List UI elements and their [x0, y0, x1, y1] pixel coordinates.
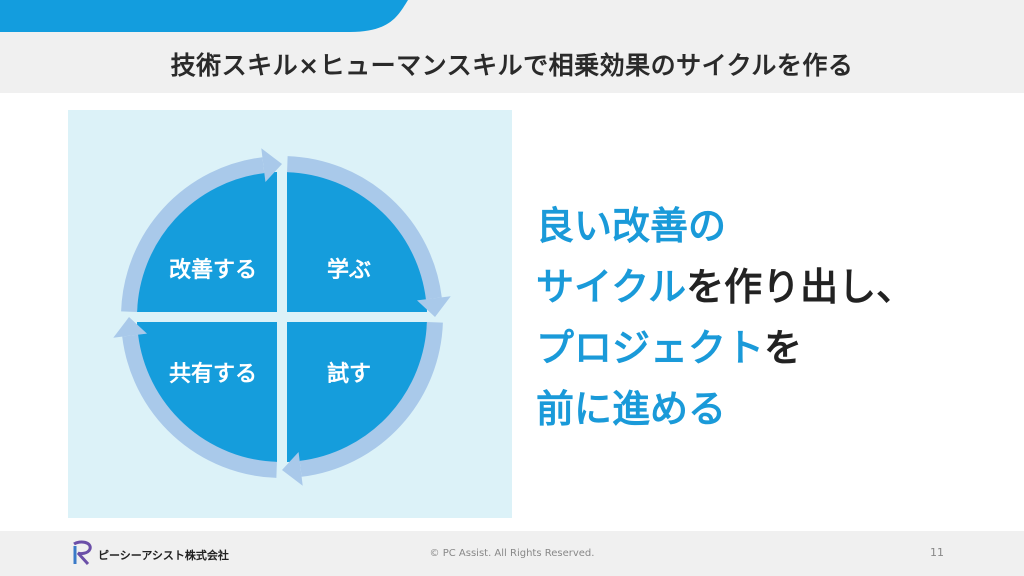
arrow-share-to-improve	[113, 317, 277, 478]
quadrant-try	[287, 322, 427, 462]
copyright: © PC Assist. All Rights Reserved.	[429, 548, 595, 559]
cycle-graphic	[113, 148, 451, 486]
arrow-improve-to-learn	[121, 148, 282, 312]
page-number: 11	[930, 546, 944, 559]
arrow-learn-to-try	[287, 156, 451, 317]
step-learn: 学ぶ	[326, 258, 372, 283]
step-improve: 改善する	[168, 258, 258, 283]
message-line-3-highlight: プロジェクト	[536, 326, 765, 370]
message-line-2: を作り出し、	[686, 265, 915, 309]
quadrant-learn	[287, 172, 427, 312]
step-share: 共有する	[168, 362, 258, 387]
message-line-4: 前に進める	[536, 387, 727, 431]
message-line-3: を	[764, 326, 803, 370]
cycle-diagram: 改善する 学ぶ 共有する 試す	[68, 110, 512, 518]
quadrant-improve	[137, 172, 277, 312]
header-accent-tab	[0, 0, 408, 32]
key-message: 良い改善の サイクルを作り出し、 プロジェクトを 前に進める	[536, 196, 914, 440]
footer	[0, 531, 1024, 576]
message-line-1: 良い改善の	[536, 204, 727, 248]
step-try: 試す	[326, 362, 372, 387]
arrow-try-to-share	[282, 322, 443, 486]
message-line-2-highlight: サイクル	[536, 265, 687, 309]
company-name: ピーシーアシスト株式会社	[98, 549, 229, 562]
quadrant-share	[137, 322, 277, 462]
company-logo-icon	[73, 540, 92, 566]
page-title: 技術スキル×ヒューマンスキルで相乗効果のサイクルを作る	[170, 51, 854, 80]
